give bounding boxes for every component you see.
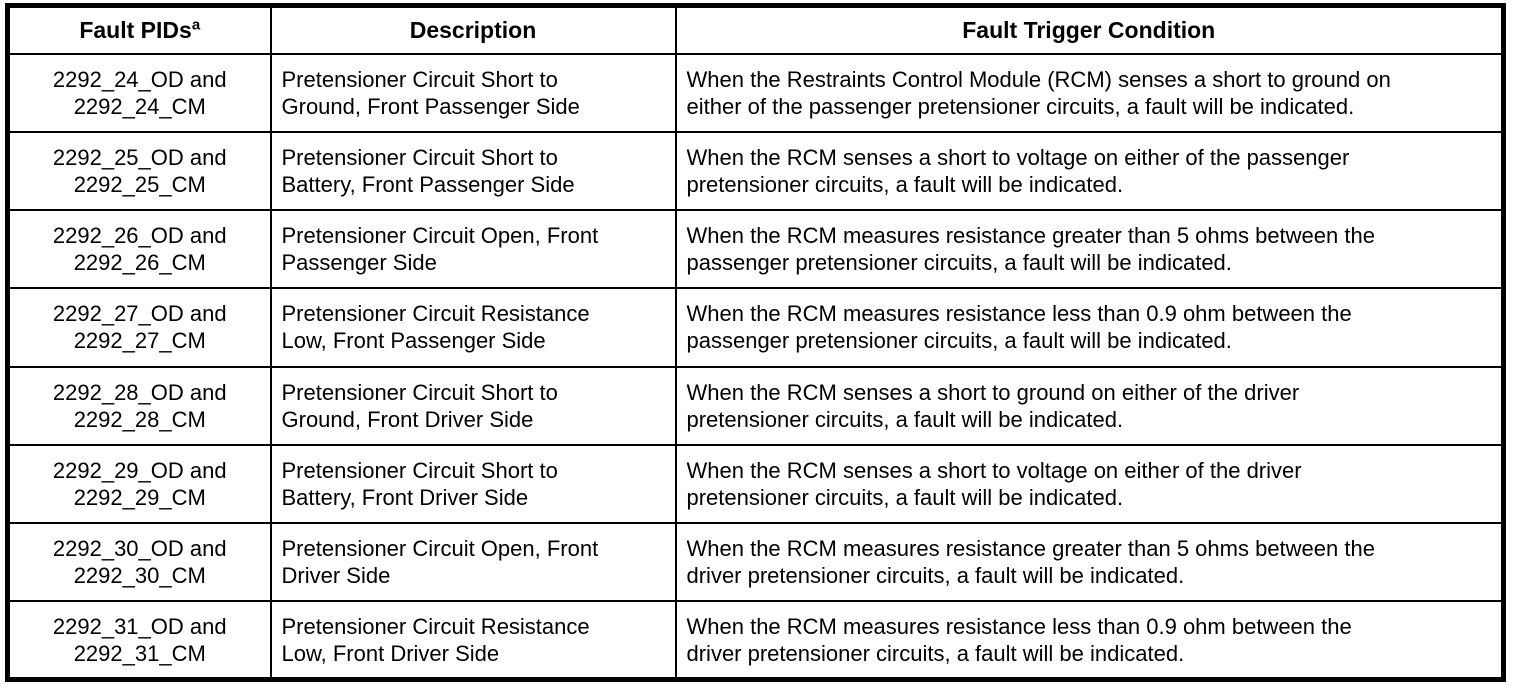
trigger-condition-cell: When the Restraints Control Module (RCM)… [674, 52, 1505, 133]
table-row: 2292_24_OD and 2292_24_CM Pretensioner C… [6, 52, 1505, 133]
fault-pid-cell: 2292_28_OD and 2292_28_CM [6, 365, 272, 446]
footnote-marker: a [191, 16, 201, 34]
table-row: 2292_27_OD and 2292_27_CM Pretensioner C… [6, 287, 1505, 368]
header-row: Fault PIDsa Description Fault Trigger Co… [6, 4, 1505, 55]
trigger-condition-cell: When the RCM measures resistance less th… [674, 287, 1505, 368]
fault-pid-cell: 2292_26_OD and 2292_26_CM [6, 208, 272, 290]
fault-pid-cell: 2292_25_OD and 2292_25_CM [6, 130, 272, 212]
description-cell: Pretensioner Circuit Short to Battery, F… [269, 130, 677, 212]
description-cell: Pretensioner Circuit Short to Ground, Fr… [269, 365, 677, 446]
fault-pid-table: Fault PIDsa Description Fault Trigger Co… [5, 3, 1506, 682]
fault-pid-cell: 2292_30_OD and 2292_30_CM [6, 521, 272, 603]
description-cell: Pretensioner Circuit Open, Front Driver … [269, 521, 677, 603]
description-cell: Pretensioner Circuit Resistance Low, Fro… [269, 600, 677, 681]
table-row: 2292_25_OD and 2292_25_CM Pretensioner C… [6, 130, 1505, 212]
col-header-fault-trigger-condition: Fault Trigger Condition [674, 4, 1505, 55]
trigger-condition-cell: When the RCM measures resistance less th… [674, 600, 1505, 681]
table-row: 2292_26_OD and 2292_26_CM Pretensioner C… [6, 208, 1505, 290]
table-row: 2292_29_OD and 2292_29_CM Pretensioner C… [6, 443, 1505, 525]
trigger-condition-cell: When the RCM measures resistance greater… [674, 208, 1505, 290]
table-row: 2292_30_OD and 2292_30_CM Pretensioner C… [6, 521, 1505, 603]
description-cell: Pretensioner Circuit Resistance Low, Fro… [269, 287, 677, 368]
trigger-condition-cell: When the RCM senses a short to voltage o… [674, 443, 1505, 525]
table-row: 2292_31_OD and 2292_31_CM Pretensioner C… [6, 600, 1505, 681]
fault-pid-cell: 2292_31_OD and 2292_31_CM [6, 600, 272, 681]
fault-pid-table-container: Fault PIDsa Description Fault Trigger Co… [5, 3, 1506, 682]
trigger-condition-cell: When the RCM senses a short to ground on… [674, 365, 1505, 446]
description-cell: Pretensioner Circuit Open, Front Passeng… [269, 208, 677, 290]
fault-pid-cell: 2292_27_OD and 2292_27_CM [6, 287, 272, 368]
trigger-condition-cell: When the RCM senses a short to voltage o… [674, 130, 1505, 212]
description-cell: Pretensioner Circuit Short to Battery, F… [269, 443, 677, 525]
trigger-condition-cell: When the RCM measures resistance greater… [674, 521, 1505, 603]
fault-pid-cell: 2292_29_OD and 2292_29_CM [6, 443, 272, 525]
table-row: 2292_28_OD and 2292_28_CM Pretensioner C… [6, 365, 1505, 446]
fault-pid-cell: 2292_24_OD and 2292_24_CM [6, 52, 272, 133]
col-header-fault-pids: Fault PIDsa [6, 4, 272, 55]
description-cell: Pretensioner Circuit Short to Ground, Fr… [269, 52, 677, 133]
col-header-description: Description [269, 4, 677, 55]
col-header-fault-pids-label: Fault PIDs [79, 17, 192, 44]
